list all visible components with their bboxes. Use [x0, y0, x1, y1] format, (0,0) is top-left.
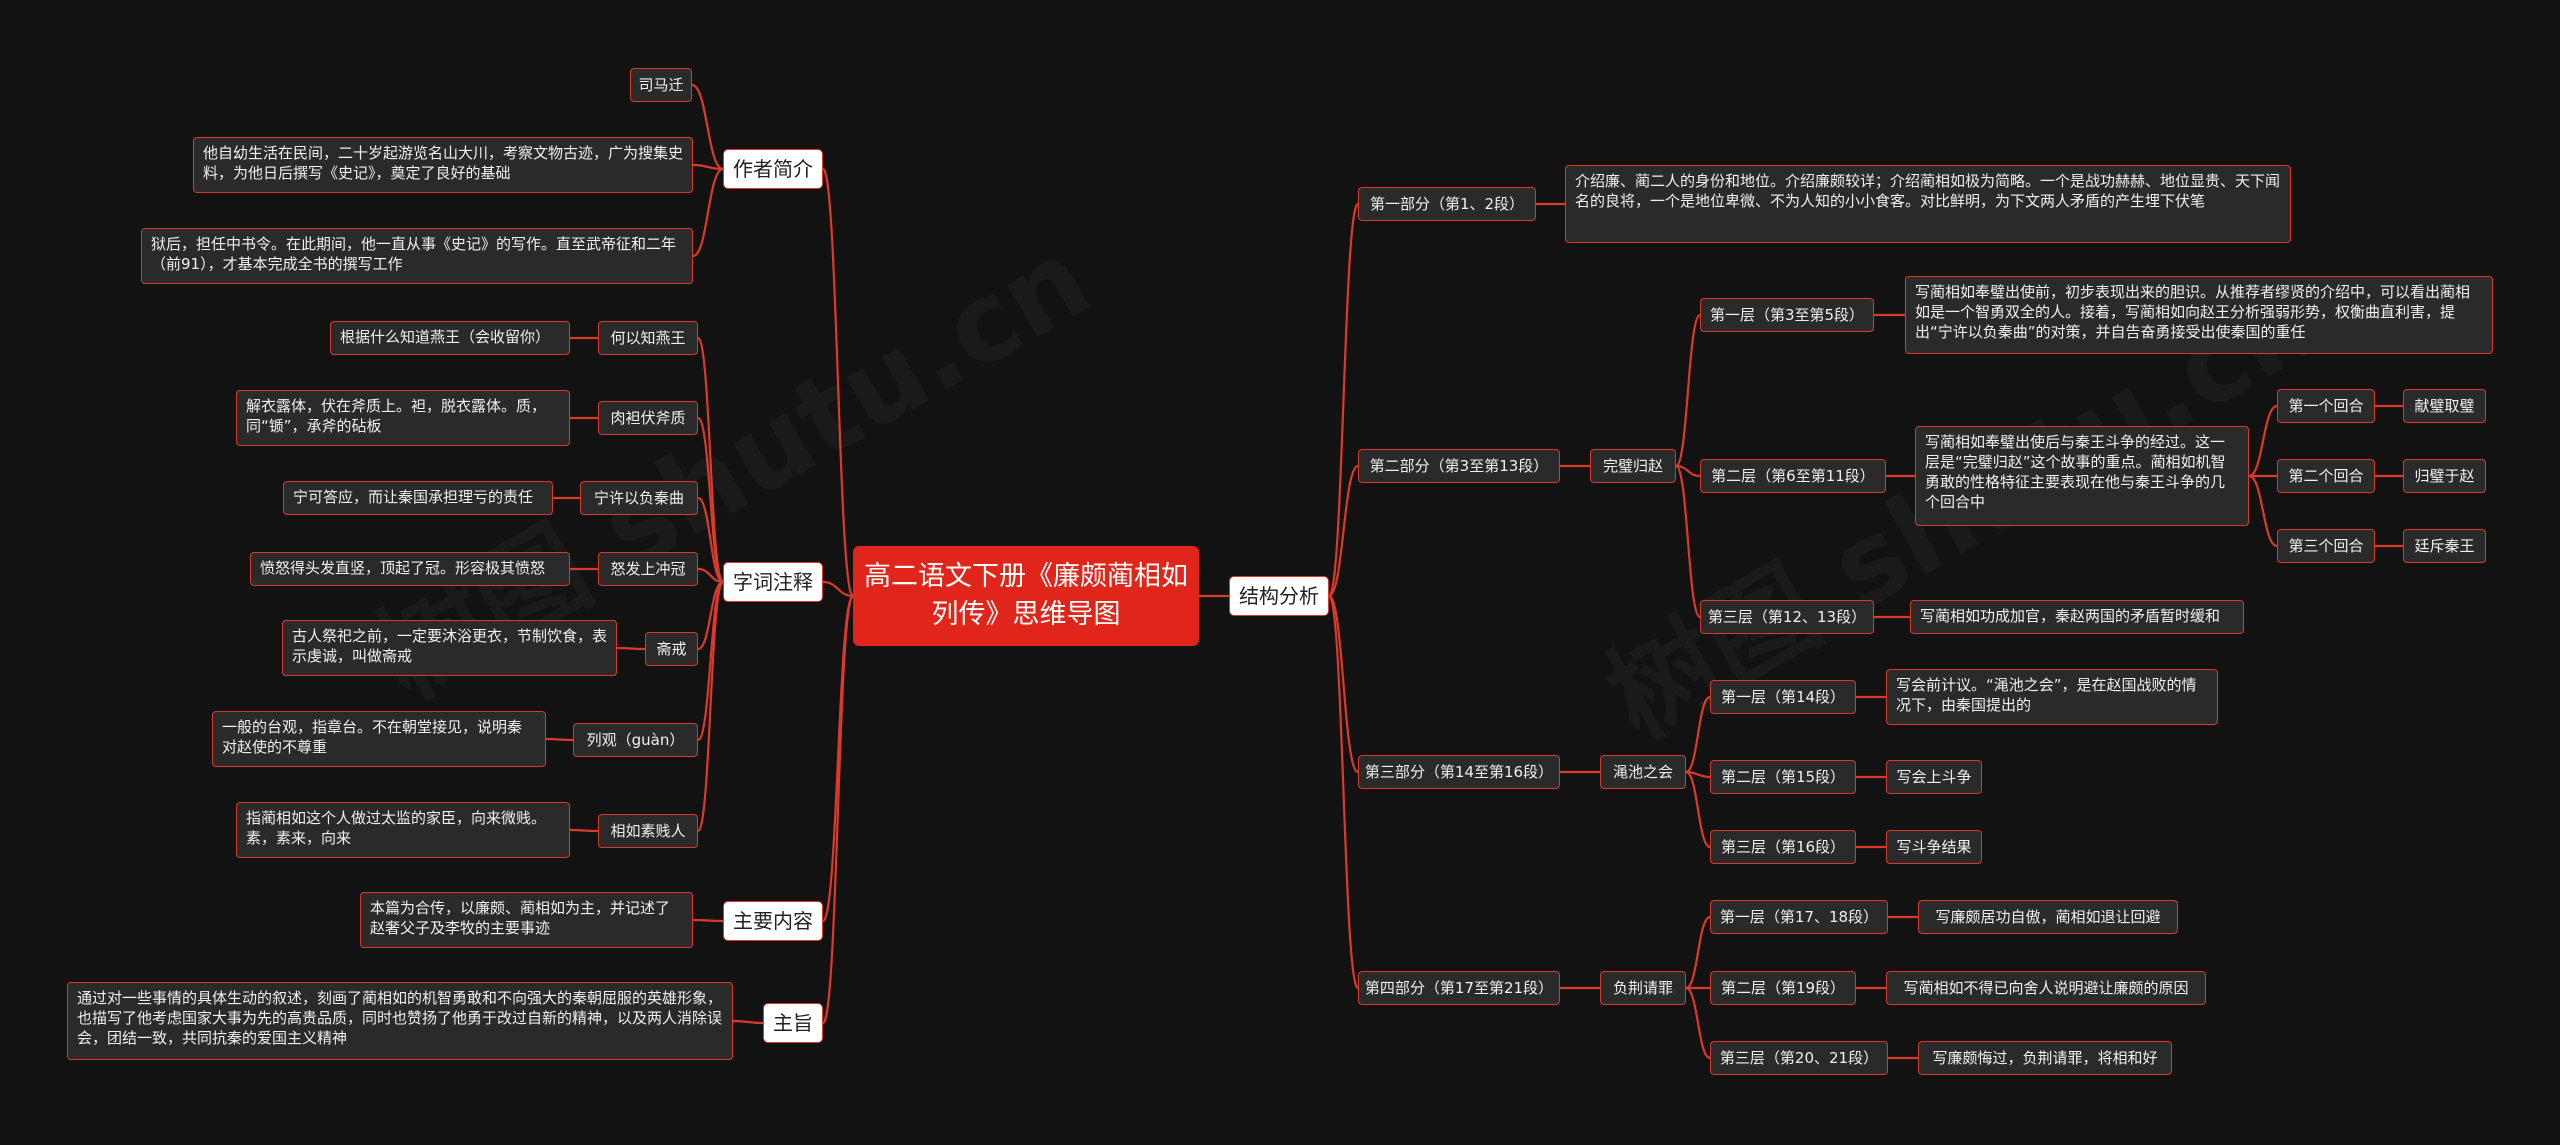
part-4[interactable]: 第四部分（第17至第21段）: [1358, 971, 1560, 1005]
layer-label[interactable]: 第二层（第15段）: [1710, 760, 1856, 794]
round-label[interactable]: 第三个回合: [2277, 529, 2375, 563]
branch-author[interactable]: 作者简介: [723, 149, 823, 189]
part-4-topic[interactable]: 负荆请罪: [1600, 971, 1686, 1005]
connector: [821, 594, 855, 1025]
branch-theme[interactable]: 主旨: [763, 1003, 823, 1043]
connector: [692, 918, 724, 923]
layer-text[interactable]: 写蔺相如奉璧出使后与秦王斗争的经过。这一层是“完璧归赵”这个故事的重点。蔺相如机…: [1915, 426, 2249, 526]
layer-text[interactable]: 写蔺相如不得已向舍人说明避让廉颇的原因: [1886, 971, 2206, 1005]
connector: [1685, 986, 1711, 1060]
content-summary[interactable]: 本篇为合传，以廉颇、蔺相如为主，并记述了赵奢父子及李牧的主要事迹: [360, 892, 693, 948]
layer-label[interactable]: 第一层（第3至第5段）: [1700, 298, 1874, 332]
connector: [697, 567, 724, 584]
connector: [696, 580, 725, 833]
part-1-summary[interactable]: 介绍廉、蔺二人的身份和地位。介绍廉颇较详；介绍蔺相如极为简略。一个是战功赫赫、地…: [1565, 165, 2291, 243]
note-definition[interactable]: 解衣露体，伏在斧质上。袒，脱衣露体。质，同“锧”，承斧的砧板: [236, 390, 570, 446]
connector: [697, 496, 724, 584]
connector: [1685, 770, 1711, 849]
theme-text[interactable]: 通过对一些事情的具体生动的叙述，刻画了蔺相如的机智勇敢和不向强大的秦朝屈服的英雄…: [67, 982, 733, 1060]
note-term[interactable]: 斋戒: [645, 632, 698, 666]
layer-text[interactable]: 写蔺相如奉璧出使前，初步表现出来的胆识。从推荐者缪贤的介绍中，可以看出蔺相如是一…: [1905, 276, 2493, 354]
connector: [692, 163, 724, 171]
connector: [616, 646, 646, 651]
connector: [2248, 474, 2278, 548]
note-definition[interactable]: 根据什么知道燕王（会收留你）: [330, 321, 570, 355]
layer-text[interactable]: 写蔺相如功成加官，秦赵两国的矛盾暂时缓和: [1910, 600, 2244, 634]
connector: [696, 416, 725, 584]
part-3-topic[interactable]: 渑池之会: [1600, 755, 1686, 789]
connector: [1674, 313, 1702, 468]
connector: [691, 83, 724, 171]
layer-text[interactable]: 写会上斗争: [1886, 760, 1982, 794]
connector: [569, 828, 599, 833]
part-3[interactable]: 第三部分（第14至第16段）: [1358, 755, 1560, 789]
branch-structure[interactable]: 结构分析: [1229, 576, 1329, 616]
note-term[interactable]: 列观（guàn）: [573, 723, 698, 757]
layer-label[interactable]: 第二层（第19段）: [1710, 971, 1856, 1005]
connector: [1327, 202, 1360, 598]
connector: [821, 594, 855, 923]
connector: [1685, 695, 1711, 774]
connector: [1675, 464, 1701, 478]
connector: [697, 580, 724, 651]
author-name[interactable]: 司马迁: [630, 68, 692, 102]
connector: [1328, 464, 1359, 598]
layer-label[interactable]: 第二层（第6至第11段）: [1700, 459, 1886, 493]
connector: [821, 167, 855, 598]
author-career[interactable]: 狱后，担任中书令。在此期间，他一直从事《史记》的写作。直至武帝征和二年（前91）…: [141, 228, 693, 284]
note-term[interactable]: 肉袒伏斧质: [598, 401, 698, 435]
connector: [1674, 464, 1702, 619]
note-term[interactable]: 怒发上冲冠: [598, 552, 698, 586]
layer-label[interactable]: 第三层（第20、21段）: [1710, 1041, 1888, 1075]
layer-text[interactable]: 写会前计议。“渑池之会”，是在赵国战败的情况下，由秦国提出的: [1886, 669, 2218, 725]
connector: [692, 167, 724, 258]
round-label[interactable]: 第一个回合: [2277, 389, 2375, 423]
connector: [1685, 915, 1711, 990]
connector: [1327, 594, 1360, 774]
branch-notes[interactable]: 字词注释: [723, 562, 823, 602]
layer-label[interactable]: 第三层（第16段）: [1710, 830, 1856, 864]
round-text[interactable]: 献璧取璧: [2403, 389, 2486, 423]
layer-label[interactable]: 第一层（第14段）: [1710, 680, 1856, 714]
root-topic[interactable]: 高二语文下册《廉颇蔺相如列传》思维导图: [853, 546, 1199, 646]
note-definition[interactable]: 愤怒得头发直竖，顶起了冠。形容极其愤怒: [250, 552, 570, 586]
note-definition[interactable]: 宁可答应，而让秦国承担理亏的责任: [283, 481, 553, 515]
note-definition[interactable]: 一般的台观，指章台。不在朝堂接见，说明秦对赵使的不尊重: [212, 711, 546, 767]
note-definition[interactable]: 古人祭祀之前，一定要沐浴更衣，节制饮食，表示虔诚，叫做斋戒: [282, 620, 617, 676]
round-label[interactable]: 第二个回合: [2277, 459, 2375, 493]
layer-text[interactable]: 写廉颇居功自傲，蔺相如退让回避: [1918, 900, 2178, 934]
part-2-topic[interactable]: 完璧归赵: [1590, 449, 1676, 483]
connector: [2248, 404, 2278, 478]
connector: [822, 580, 854, 598]
layer-label[interactable]: 第三层（第12、13段）: [1700, 600, 1874, 634]
part-2[interactable]: 第二部分（第3至第13段）: [1358, 449, 1560, 483]
connector: [545, 737, 574, 742]
author-youth[interactable]: 他自幼生活在民间，二十岁起游览名山大川，考察文物古迹，广为搜集史料，为他日后撰写…: [193, 137, 693, 193]
branch-content[interactable]: 主要内容: [723, 901, 823, 941]
part-1[interactable]: 第一部分（第1、2段）: [1358, 187, 1536, 221]
note-term[interactable]: 宁许以负秦曲: [580, 481, 698, 515]
layer-text[interactable]: 写斗争结果: [1886, 830, 1982, 864]
connector: [732, 1019, 764, 1025]
note-definition[interactable]: 指蔺相如这个人做过太监的家臣，向来微贱。素，素来，向来: [236, 802, 570, 858]
round-text[interactable]: 廷斥秦王: [2403, 529, 2486, 563]
round-text[interactable]: 归璧于赵: [2403, 459, 2486, 493]
note-term[interactable]: 相如素贱人: [598, 814, 698, 848]
connector: [1327, 594, 1360, 990]
layer-label[interactable]: 第一层（第17、18段）: [1710, 900, 1888, 934]
layer-text[interactable]: 写廉颇悔过，负荆请罪，将相和好: [1918, 1041, 2172, 1075]
note-term[interactable]: 何以知燕王: [598, 321, 698, 355]
